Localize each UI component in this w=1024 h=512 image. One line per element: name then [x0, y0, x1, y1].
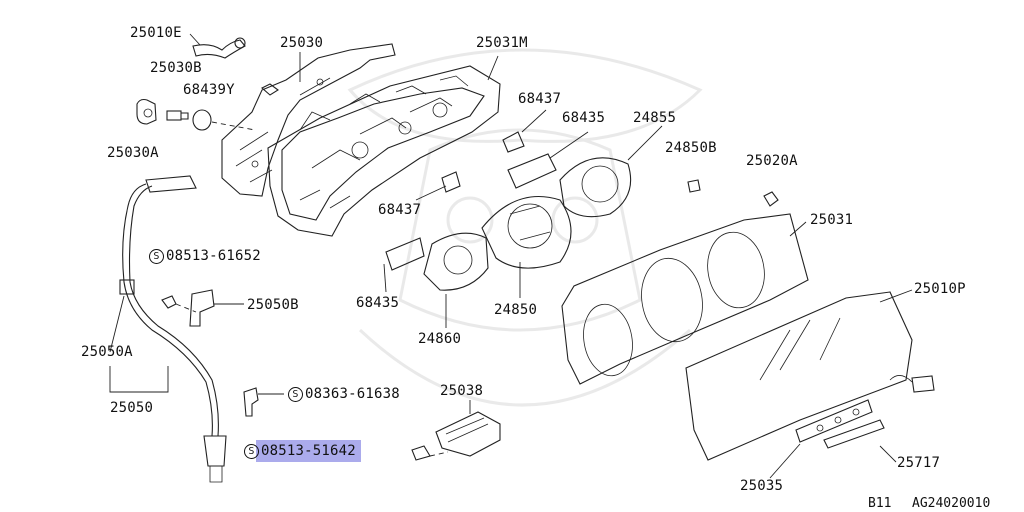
label-25050: 25050 — [110, 400, 154, 416]
label-68435-top: 68435 — [562, 110, 606, 126]
label-68435-mid: 68435 — [356, 295, 400, 311]
standard-part-symbol: S — [244, 444, 259, 459]
label-25038: 25038 — [440, 383, 484, 399]
leader-25050 — [109, 295, 169, 393]
label-25020a: 25020A — [746, 153, 798, 169]
part-25050b-bracket — [161, 289, 244, 327]
standard-part-symbol: S — [149, 249, 164, 264]
label-25050a: 25050A — [81, 344, 133, 360]
label-24860: 24860 — [418, 331, 462, 347]
part-25035-strip — [769, 399, 897, 479]
label-25010p: 25010P — [914, 281, 966, 297]
label-25030b: 25030B — [150, 60, 202, 76]
footer-code-left: B11 — [868, 496, 892, 511]
label-25035: 25035 — [740, 478, 784, 494]
label-68437-top: 68437 — [518, 91, 562, 107]
part-gauges — [383, 109, 779, 328]
footer-code-right: AG24020010 — [912, 496, 991, 511]
part-25030-circuit — [221, 43, 396, 197]
part-25031m-housing — [267, 52, 501, 237]
label-25050b: 25050B — [247, 297, 299, 313]
standard-part-symbol: S — [288, 387, 303, 402]
part-25010p-glass — [685, 289, 935, 461]
search-highlight — [256, 440, 361, 462]
part-25031-bezel — [561, 213, 809, 385]
label-24855: 24855 — [633, 110, 677, 126]
label-25030: 25030 — [280, 35, 324, 51]
part-25010e — [189, 33, 246, 59]
part-bulbs — [136, 83, 279, 131]
watermark-emblem — [347, 48, 703, 407]
label-24850: 24850 — [494, 302, 538, 318]
label-68439y: 68439Y — [183, 82, 235, 98]
label-25031m: 25031M — [476, 35, 528, 51]
label-25717: 25717 — [897, 455, 941, 471]
label-68437-mid: 68437 — [378, 202, 422, 218]
part-25038-bracket — [243, 387, 501, 461]
part-25050-cable — [119, 175, 227, 483]
label-25010e: 25010E — [130, 25, 182, 41]
label-25031: 25031 — [810, 212, 854, 228]
label-24850b: 24850B — [665, 140, 717, 156]
label-25030a: 25030A — [107, 145, 159, 161]
